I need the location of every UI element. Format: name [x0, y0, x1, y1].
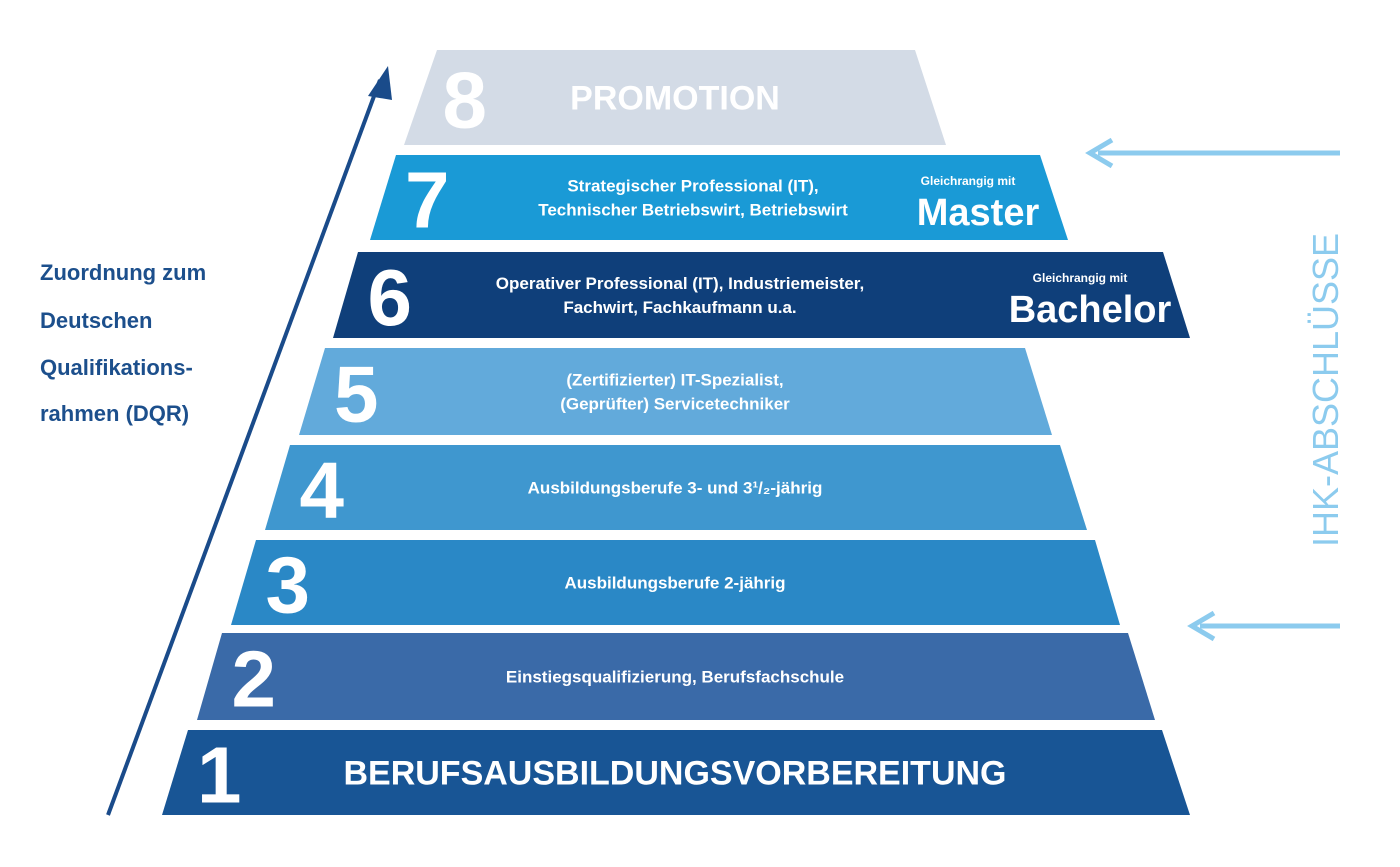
- level-band: [231, 540, 1120, 625]
- level-7: 7 Strategischer Professional (IT), Technis…: [370, 155, 1068, 245]
- equivalence-degree: Bachelor: [1009, 289, 1172, 331]
- level-label: Operativer Professional (IT), Industriem…: [496, 274, 864, 293]
- level-number: 2: [232, 635, 277, 724]
- side-label-line: rahmen (DQR): [40, 401, 189, 426]
- level-label: Fachwirt, Fachkaufmann u.a.: [563, 298, 796, 317]
- level-6: 6 Operativer Professional (IT), Industrie…: [333, 252, 1190, 342]
- arrow-left-icon: [1085, 137, 1114, 169]
- level-label: BERUFSAUSBILDUNGSVORBEREITUNG: [343, 755, 1006, 793]
- level-4: 4 Ausbildungsberufe 3- und 3¹/₂-jährig: [265, 445, 1087, 535]
- equivalence-caption: Gleichrangig mit: [921, 174, 1016, 188]
- level-band: [265, 445, 1087, 530]
- level-2: 2 Einstiegsqualifizierung, Berufsfachschu…: [197, 633, 1155, 724]
- equivalence-caption: Gleichrangig mit: [1033, 271, 1128, 285]
- level-band: [162, 730, 1190, 815]
- side-label-line: Qualifikations-: [40, 355, 193, 380]
- level-label: (Zertifizierter) IT-Spezialist,: [566, 371, 783, 390]
- level-8: 8 PROMOTION: [404, 50, 946, 145]
- arrow-head-icon: [368, 66, 392, 100]
- level-band: [197, 633, 1155, 720]
- level-number: 4: [300, 446, 345, 535]
- level-label: Ausbildungsberufe 2-jährig: [564, 574, 785, 593]
- equivalence-degree: Master: [917, 192, 1040, 234]
- level-label: Strategischer Professional (IT),: [567, 177, 818, 196]
- level-number: 1: [197, 731, 242, 820]
- side-label-line: Zuordnung zum: [40, 260, 206, 285]
- level-3: 3 Ausbildungsberufe 2-jährig: [231, 540, 1120, 630]
- level-1: 1 BERUFSAUSBILDUNGSVORBEREITUNG: [162, 730, 1190, 820]
- arrow-left-icon: [1187, 610, 1216, 642]
- level-number: 3: [266, 541, 311, 630]
- level-number: 6: [368, 253, 413, 342]
- level-label: Ausbildungsberufe 3- und 3¹/₂-jährig: [528, 479, 823, 498]
- level-number: 5: [334, 350, 379, 439]
- level-band: [370, 155, 1068, 240]
- level-band: [333, 252, 1190, 338]
- level-label: Einstiegsqualifizierung, Berufsfachschul…: [506, 668, 844, 687]
- level-5: 5 (Zertifizierter) IT-Spezialist, (Geprüft…: [299, 348, 1052, 439]
- level-band: [404, 50, 946, 145]
- ihk-label: IHK-ABSCHLÜSSE: [1305, 233, 1346, 547]
- level-number: 8: [443, 56, 488, 145]
- level-label: PROMOTION: [570, 80, 780, 118]
- level-number: 7: [405, 156, 450, 245]
- level-label: (Geprüfter) Servicetechniker: [560, 395, 790, 414]
- level-band: [299, 348, 1052, 435]
- level-arrow: [106, 79, 382, 816]
- level-label: Technischer Betriebswirt, Betriebswirt: [538, 201, 848, 220]
- side-label-line: Deutschen: [40, 308, 152, 333]
